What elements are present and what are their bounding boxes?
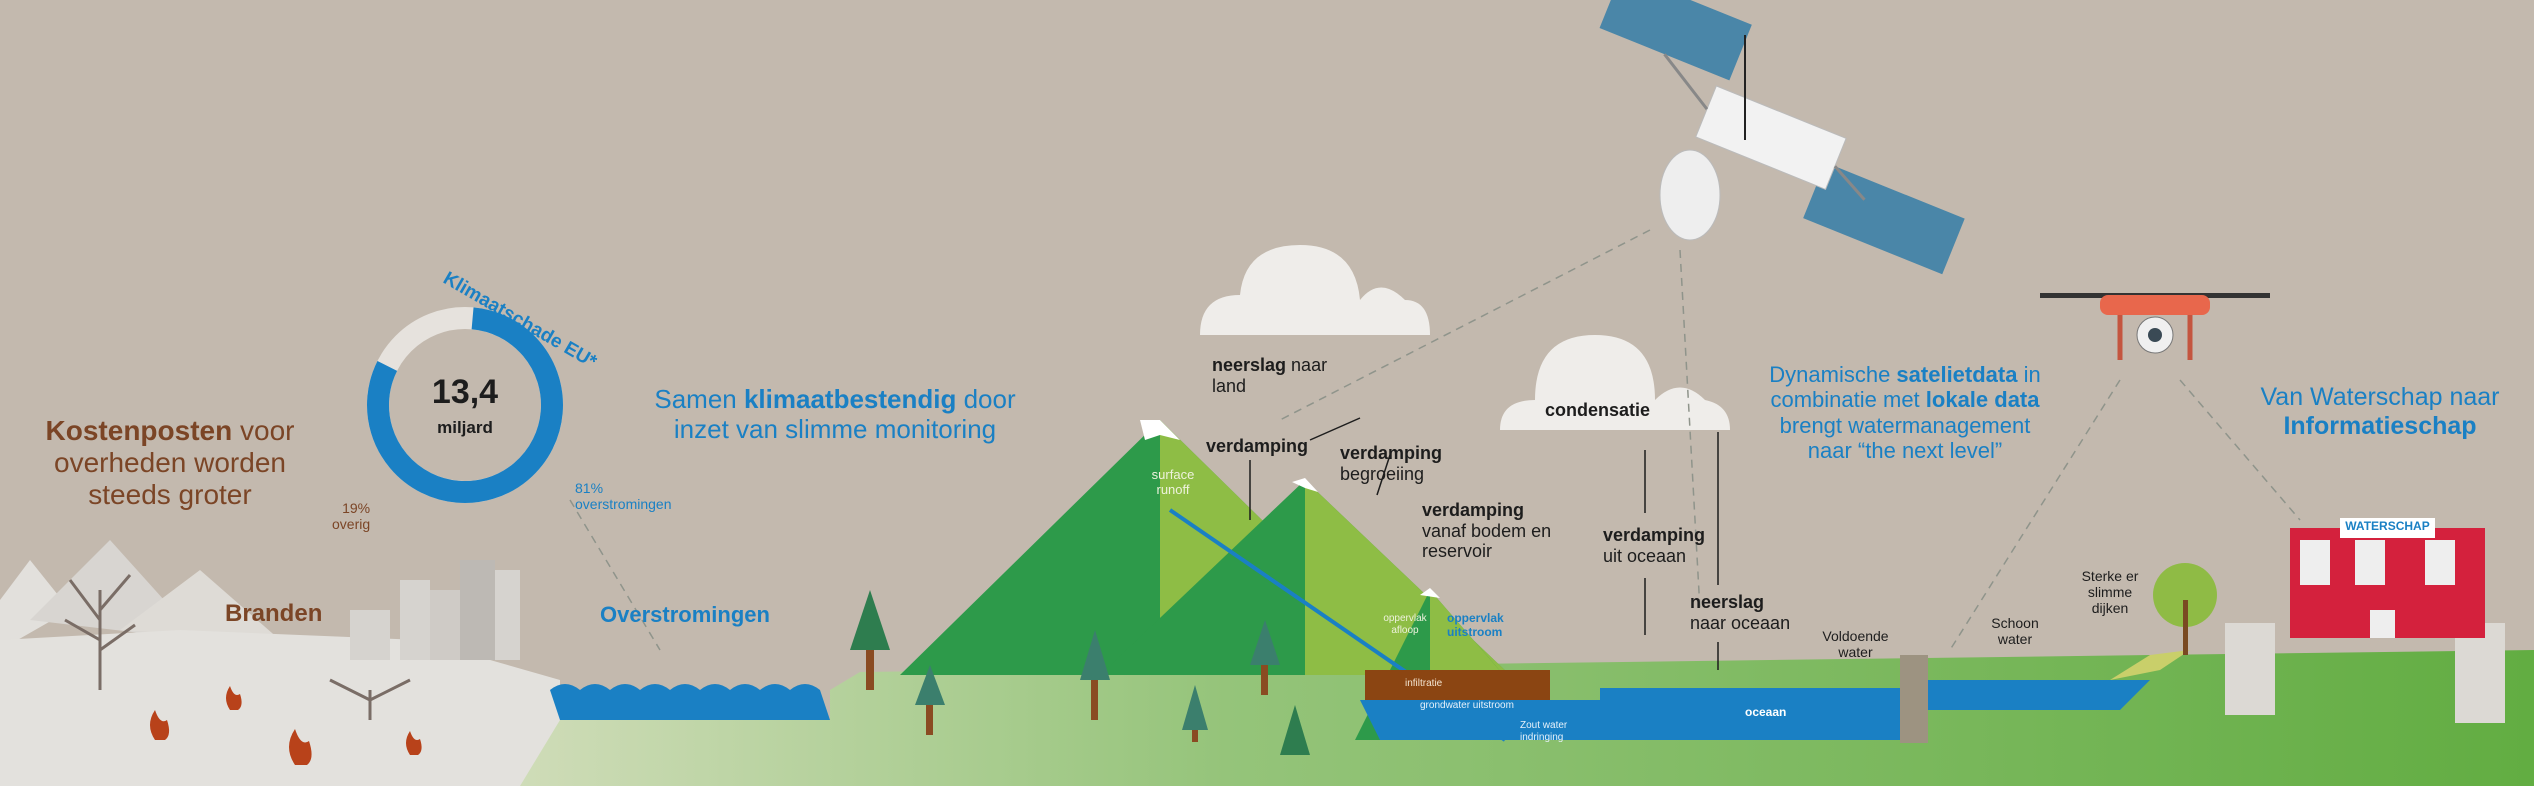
donut-legend-overstromingen: 81% overstromingen [575, 480, 672, 512]
text-bold: satelietdata [1896, 362, 2018, 387]
water-gauge [1900, 655, 1928, 743]
label-dijken: Sterke er slimme dijken [2081, 568, 2139, 617]
text: reservoir [1422, 541, 1493, 562]
text: Samen [654, 384, 744, 414]
text: land [1212, 375, 1247, 396]
text-bold: Informatieschap [2283, 411, 2477, 440]
cloud-icon [1200, 245, 1730, 430]
apartment-building [2225, 623, 2275, 715]
text-bold: verdamping [1422, 500, 1525, 520]
building-sign: WATERSCHAP [2345, 519, 2430, 533]
mountains [900, 420, 1640, 742]
donut-legend-overig: 19% overig [332, 500, 370, 532]
segment-label: overig [332, 516, 371, 533]
label-neerslag-land: neerslag naar land [1212, 355, 1327, 396]
segment-label: overstromingen [575, 496, 672, 513]
cost-heading-bold: Kostenposten [45, 415, 233, 446]
text: naar “the next level” [1807, 437, 2003, 463]
ocean [1600, 688, 1900, 740]
label-verdamping-oceaan: verdamping uit oceaan [1603, 525, 1705, 566]
label-verdamping: verdamping [1206, 436, 1309, 456]
satellite-data-text: Dynamische satelietdata in combinatie me… [1750, 362, 2060, 463]
label-voldoende-water: Voldoende water [1822, 628, 1889, 661]
label-verdamping-begroeiing: verdamping begroeiing [1340, 443, 1442, 484]
dashed-sightlines [569, 229, 2301, 651]
city-buildings [350, 560, 520, 660]
text-bold: lokale data [1925, 387, 2040, 413]
flood-water [550, 684, 830, 720]
text: naar [1286, 355, 1328, 375]
informatieschap-heading: Van Waterschap naar Informatieschap [2230, 383, 2530, 441]
round-tree [2153, 563, 2217, 655]
label-oceaan: oceaan [1745, 705, 1787, 719]
label-neerslag-oceaan: neerslag naar oceaan [1690, 592, 1790, 633]
flow-arrows [1249, 417, 1719, 670]
donut-segment-overstromingen [367, 307, 563, 503]
pine-trees [850, 590, 1310, 755]
fire-icons [150, 686, 422, 765]
text: vanaf bodem en [1422, 520, 1552, 541]
donut-value: 13,4 [431, 373, 499, 411]
text-bold: verdamping [1603, 525, 1706, 545]
apartment-building [2455, 623, 2505, 723]
text: inzet van slimme monitoring [673, 413, 997, 444]
percent-label: 19% [342, 500, 371, 516]
text: door [956, 384, 1016, 414]
text: combinatie met [1770, 387, 1926, 413]
donut-unit: miljard [437, 418, 493, 437]
text: naar oceaan [1690, 612, 1791, 633]
text: Van Waterschap naar [2260, 383, 2500, 411]
label-zout-water: Zout water indringing [1520, 720, 1568, 743]
fires-label: Branden [225, 600, 323, 627]
text-bold: klimaatbestendig [743, 384, 957, 414]
label-infiltratie: infiltratie [1405, 678, 1443, 689]
label-schoon-water: Schoon water [1991, 615, 2039, 648]
cost-heading: Kostenposten voor overheden worden steed… [40, 415, 300, 512]
canal [1928, 680, 2150, 710]
dead-tree-icon [64, 574, 411, 720]
percent-label: 81% [575, 480, 604, 496]
label-oppervlak-uitstroom: oppervlak uitstroom [1447, 611, 1504, 639]
label-surface-runoff: surface runoff [1151, 467, 1195, 497]
drone-icon [2040, 293, 2270, 360]
text-bold: neerslag [1690, 592, 1765, 612]
satellite-icon [1599, 0, 1965, 275]
label-condensatie: condensatie [1545, 400, 1651, 420]
label-verdamping-bodem: verdamping vanaf bodem en reservoir [1422, 500, 1551, 562]
text: uit oceaan [1603, 545, 1687, 566]
waterschap-building [2290, 518, 2485, 638]
cost-heading-line3: steeds groter [88, 479, 252, 511]
text: brengt watermanagement [1779, 412, 2031, 438]
text-bold: neerslag [1212, 355, 1287, 375]
snow-mountains [0, 540, 280, 650]
cost-heading-text: voor [232, 415, 295, 446]
dike [2110, 650, 2190, 680]
cost-heading-line2: overheden worden [54, 447, 286, 479]
text-bold: verdamping [1340, 443, 1443, 463]
text: in [2017, 362, 2041, 387]
text: begroeiing [1340, 463, 1425, 484]
label-grondwater-uitstroom: grondwater uitstroom [1420, 700, 1514, 711]
label-oppervlak-afloop: oppervlak afloop [1383, 613, 1427, 636]
text: Dynamische [1769, 362, 1897, 387]
monitoring-heading: Samen klimaatbestendig door inzet van sl… [640, 384, 1030, 445]
floods-label: Overstromingen [600, 602, 770, 627]
donut-chart [367, 307, 563, 503]
